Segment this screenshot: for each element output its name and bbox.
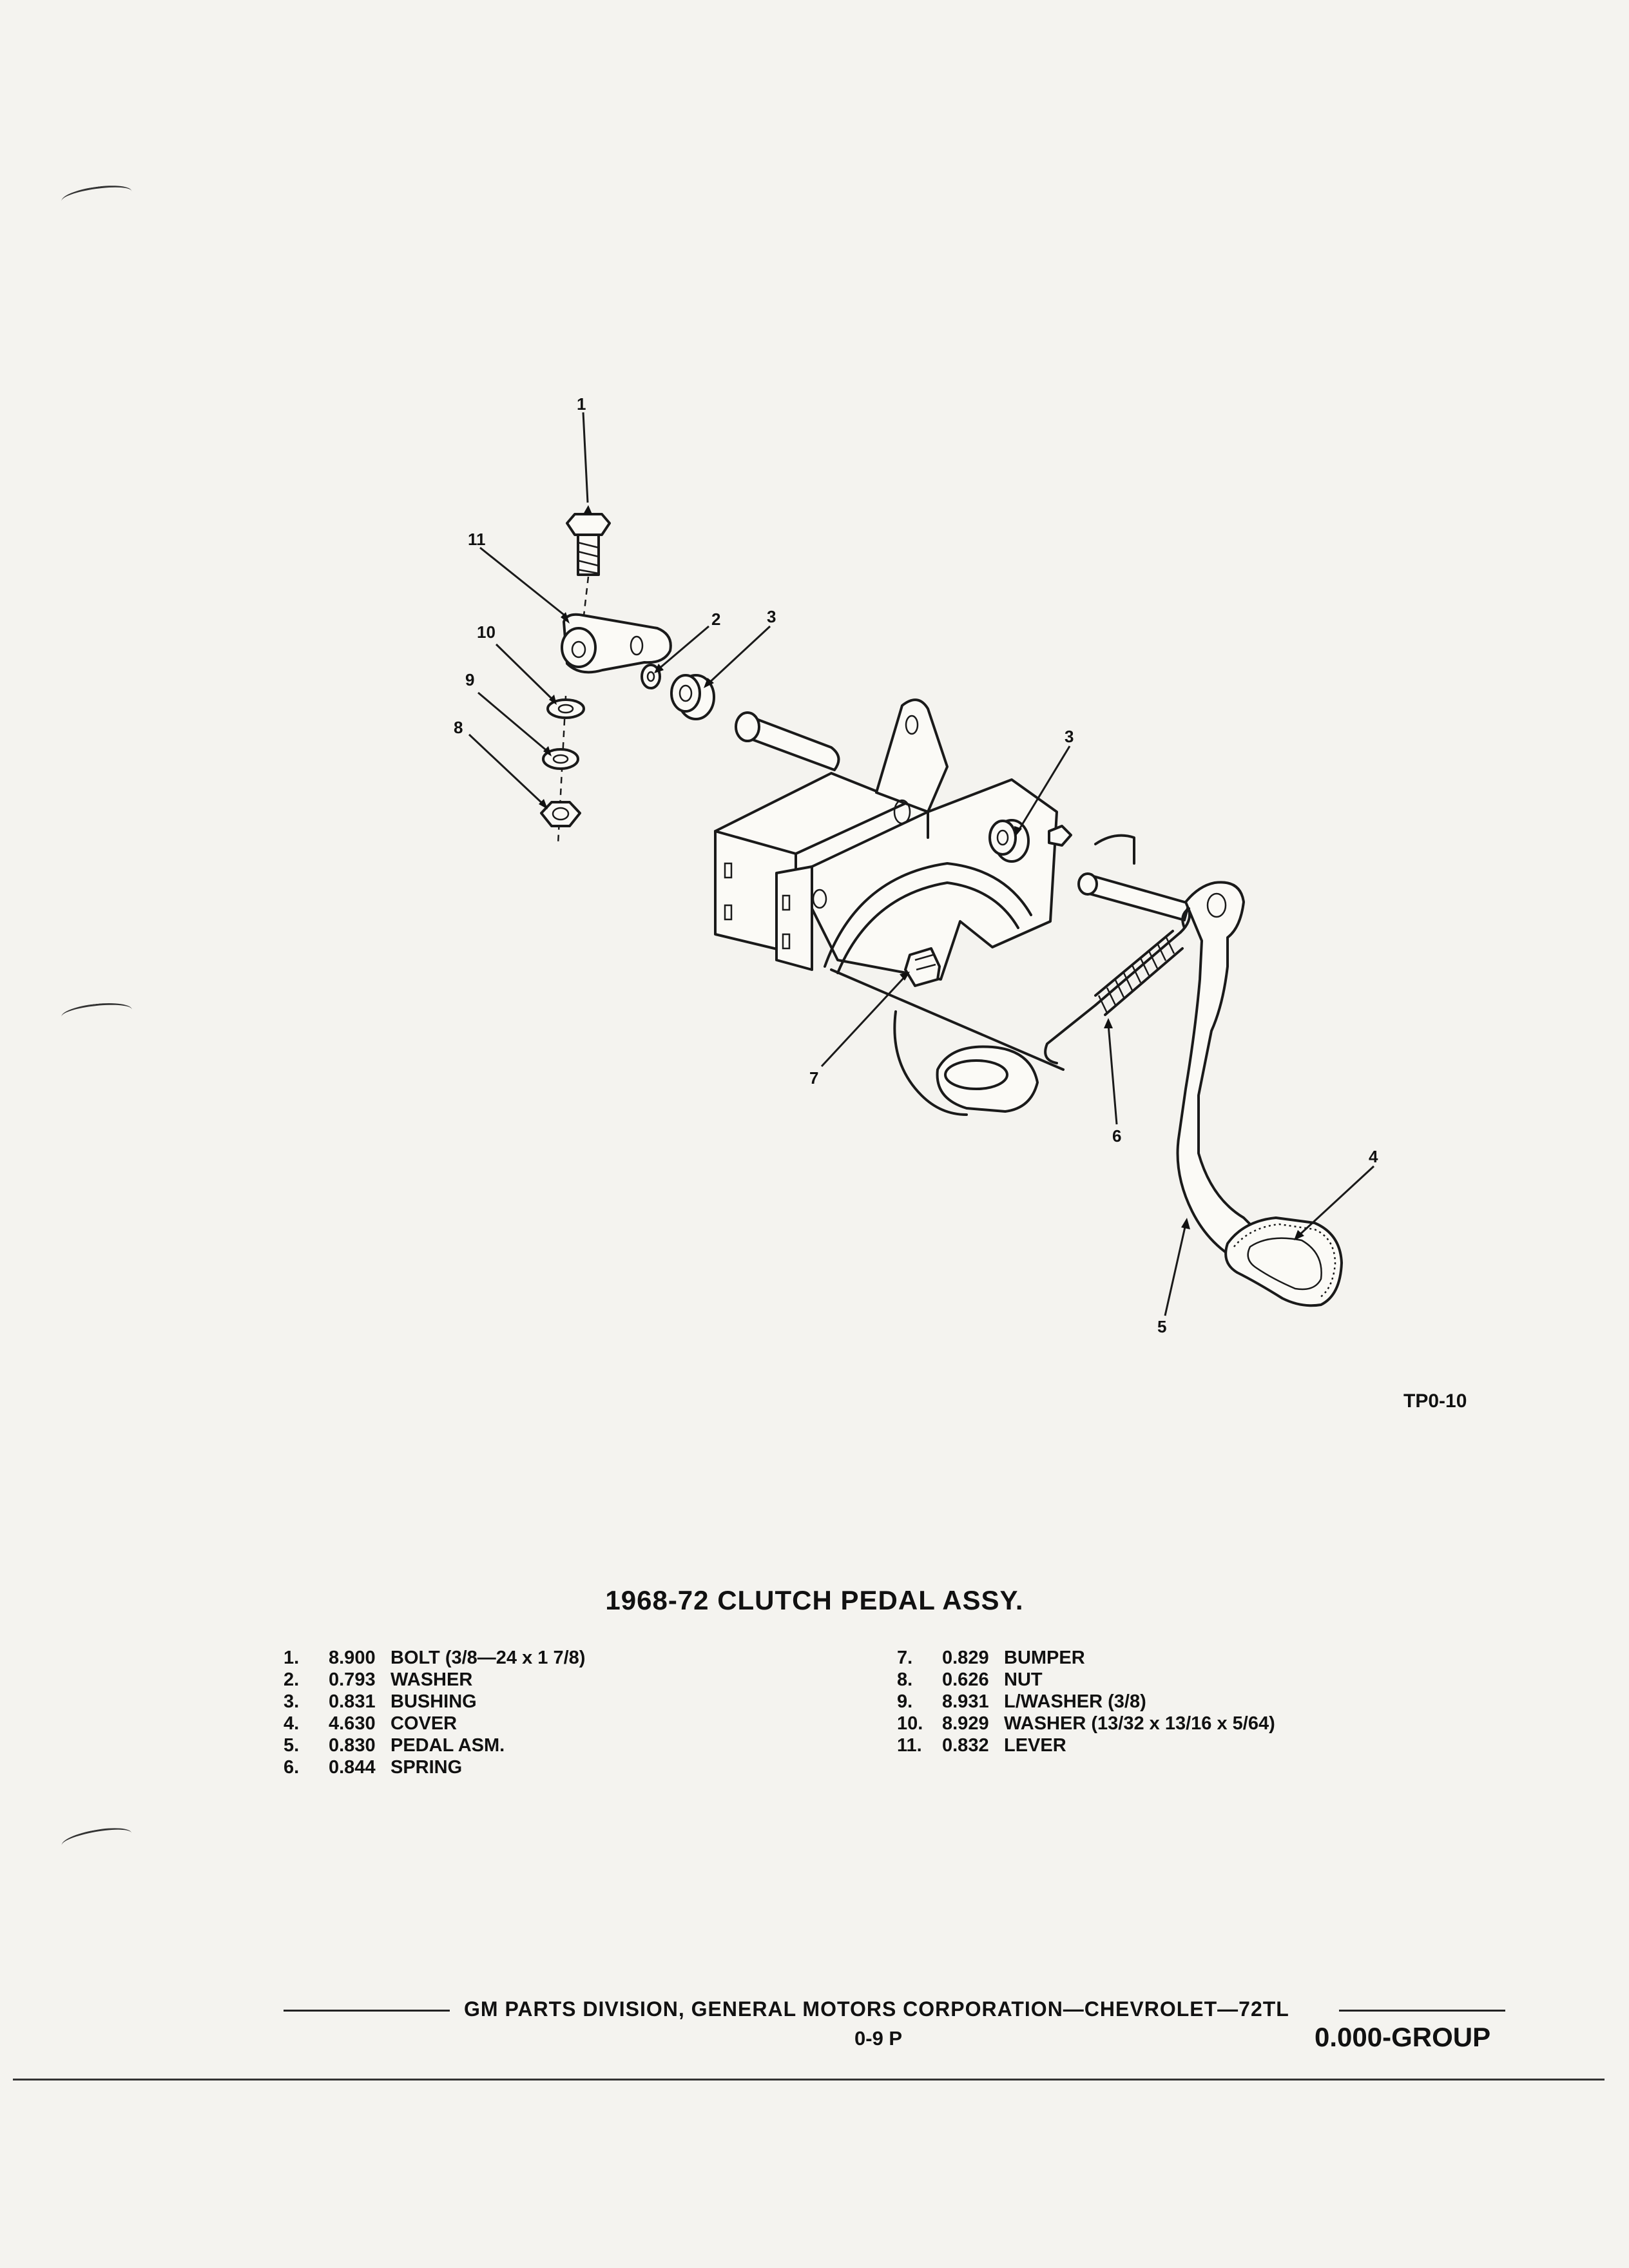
callout-2: 2 <box>711 610 720 629</box>
footer-publisher: GM PARTS DIVISION, GENERAL MOTORS CORPOR… <box>464 1997 1289 2021</box>
part-description: PEDAL ASM. <box>390 1735 505 1756</box>
leader-9 <box>477 691 550 754</box>
scan-edge-mark <box>60 1823 133 1855</box>
part-code: 0.844 <box>329 1757 376 1778</box>
pivot-shaft <box>735 711 840 771</box>
lock-washer <box>542 748 579 770</box>
callout-7: 7 <box>809 1068 818 1088</box>
footer-rule-left <box>284 2010 450 2012</box>
part-number: 7. <box>897 1648 913 1668</box>
bushing-upper <box>670 674 715 720</box>
parts-list-left: 1. 8.900 BOLT (3/8—24 x 1 7/8) 2. 0.793 … <box>284 1647 585 1778</box>
page-title: 1968-72 CLUTCH PEDAL ASSY. <box>605 1585 1024 1615</box>
callout-10: 10 <box>477 622 496 642</box>
leader-1 <box>582 412 589 503</box>
brake-pedal-pad <box>893 1010 1039 1116</box>
clutch-pedal-arm <box>1176 881 1277 1267</box>
leader-8 <box>468 733 546 807</box>
part-number: 1. <box>284 1648 300 1668</box>
page-number: 0-9 P <box>854 2027 903 2050</box>
part-number: 6. <box>284 1757 300 1778</box>
list-item: 10. 8.929 WASHER (13/32 x 13/16 x 5/64) <box>897 1713 1275 1735</box>
leader-4 <box>1297 1165 1375 1237</box>
callout-11: 11 <box>468 530 486 549</box>
part-description: NUT <box>1004 1669 1043 1690</box>
leader-5 <box>1164 1224 1187 1316</box>
part-number: 10. <box>897 1713 923 1734</box>
part-code: 0.832 <box>942 1735 989 1756</box>
part-description: BOLT (3/8—24 x 1 7/8) <box>390 1648 586 1668</box>
part-description: COVER <box>390 1713 458 1734</box>
part-code: 0.831 <box>329 1691 376 1712</box>
callout-9: 9 <box>465 670 474 689</box>
part-code: 0.793 <box>329 1669 376 1690</box>
group-label: 0.000-GROUP <box>1315 2022 1491 2052</box>
pedal-shaft <box>1077 872 1190 921</box>
part-description: WASHER <box>390 1669 473 1690</box>
callout-3: 3 <box>1065 727 1074 746</box>
part-code: 0.626 <box>942 1669 989 1690</box>
clutch-pedal-exploded-diagram: 1 2 3 3 4 5 6 7 8 9 10 11 <box>454 394 1378 1336</box>
part-number: 2. <box>284 1669 300 1690</box>
nut <box>540 801 581 827</box>
list-item: 11. 0.832 LEVER <box>897 1735 1275 1756</box>
part-description: SPRING <box>390 1757 463 1778</box>
footer-rule-right <box>1339 2010 1505 2012</box>
part-code: 8.929 <box>942 1713 989 1734</box>
leader-11 <box>479 546 568 619</box>
pedal-support-bracket <box>714 698 1135 1071</box>
list-item: 4. 4.630 COVER <box>284 1713 585 1735</box>
bumper <box>904 947 941 987</box>
leader-6 <box>1107 1024 1118 1125</box>
list-item: 1. 8.900 BOLT (3/8—24 x 1 7/8) <box>284 1647 585 1669</box>
list-item: 2. 0.793 WASHER <box>284 1669 585 1691</box>
figure-code: TP0-10 <box>1403 1390 1467 1412</box>
part-number: 9. <box>897 1691 913 1712</box>
part-description: L/WASHER (3/8) <box>1004 1691 1146 1712</box>
callout-3: 3 <box>767 607 776 626</box>
part-number: 8. <box>897 1669 913 1690</box>
part-code: 0.829 <box>942 1648 989 1668</box>
leader-3-lower <box>1017 745 1071 832</box>
return-spring <box>1044 908 1191 1064</box>
part-number: 11. <box>897 1735 922 1756</box>
part-number: 5. <box>284 1735 300 1756</box>
bottom-rule <box>13 2079 1605 2081</box>
bolt <box>566 513 611 576</box>
callout-4: 4 <box>1369 1147 1378 1166</box>
part-description: LEVER <box>1004 1735 1066 1756</box>
parts-list-right: 7. 0.829 BUMPER 8. 0.626 NUT 9. 8.931 L/… <box>897 1647 1275 1756</box>
leader-2 <box>657 625 709 671</box>
callout-1: 1 <box>577 394 586 414</box>
part-code: 4.630 <box>329 1713 376 1734</box>
part-code: 8.900 <box>329 1648 376 1668</box>
lever <box>561 613 672 674</box>
list-item: 8. 0.626 NUT <box>897 1669 1275 1691</box>
pedal-pad-cover <box>1224 1216 1343 1307</box>
list-item: 3. 0.831 BUSHING <box>284 1691 585 1713</box>
leader-3-upper <box>706 625 771 686</box>
part-description: BUMPER <box>1004 1648 1085 1668</box>
leader-7 <box>820 975 907 1068</box>
list-item: 6. 0.844 SPRING <box>284 1756 585 1778</box>
part-code: 8.931 <box>942 1691 989 1712</box>
list-item: 9. 8.931 L/WASHER (3/8) <box>897 1691 1275 1713</box>
part-description: BUSHING <box>390 1691 477 1712</box>
callout-5: 5 <box>1157 1317 1166 1336</box>
washer-10 <box>546 698 585 719</box>
list-item: 7. 0.829 BUMPER <box>897 1647 1275 1669</box>
part-code: 0.830 <box>329 1735 376 1756</box>
part-description: WASHER (13/32 x 13/16 x 5/64) <box>1004 1713 1275 1734</box>
callout-8: 8 <box>454 718 463 737</box>
part-number: 4. <box>284 1713 300 1734</box>
callout-6: 6 <box>1112 1126 1121 1146</box>
list-item: 5. 0.830 PEDAL ASM. <box>284 1735 585 1756</box>
leader-10 <box>495 643 555 702</box>
part-number: 3. <box>284 1691 300 1712</box>
